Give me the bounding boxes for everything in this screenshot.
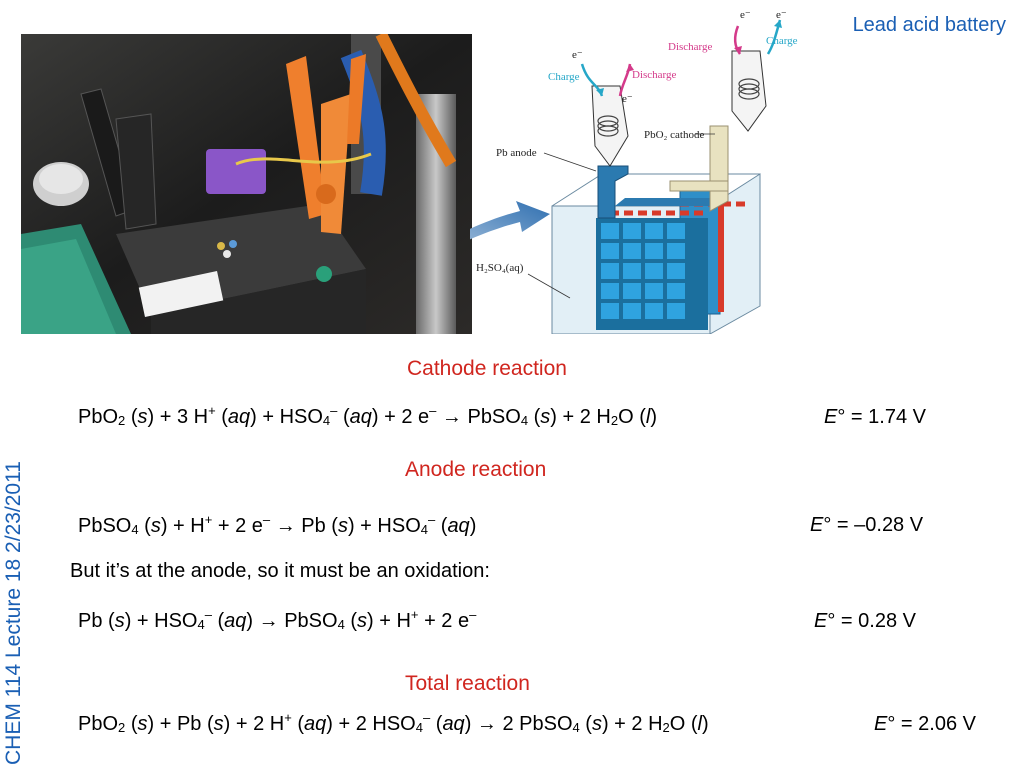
battery-diagram: Discharge Charge Charge Discharge e⁻ e⁻ …	[370, 6, 810, 335]
label-electron-1: e⁻	[572, 49, 583, 61]
oxidation-potential: E° = 0.28 V	[814, 610, 916, 632]
label-electron-3: e⁻	[740, 9, 751, 21]
anode-heading: Anode reaction	[405, 458, 547, 481]
label-charge-top: Charge	[766, 35, 798, 47]
label-discharge-left: Discharge	[632, 69, 677, 81]
label-discharge-top: Discharge	[668, 41, 713, 53]
total-equation: PbO2 (s) + Pb (s) + 2 H+ (aq) + 2 HSO4– …	[78, 710, 709, 735]
label-pb-anode: Pb anode	[496, 147, 537, 159]
cathode-equation: PbO2 (s) + 3 H+ (aq) + HSO4– (aq) + 2 e–…	[78, 403, 658, 428]
car-battery-photo-drawing	[21, 34, 472, 334]
anode-potential: E° = –0.28 V	[810, 514, 924, 536]
label-electron-2: e⁻	[622, 93, 633, 105]
slide-title: Lead acid battery	[852, 14, 1006, 36]
label-charge-left: Charge	[548, 71, 580, 83]
oxidation-equation: Pb (s) + HSO4– (aq) → PbSO4 (s) + H+ + 2…	[78, 607, 477, 632]
total-potential: E° = 2.06 V	[874, 713, 976, 735]
total-heading: Total reaction	[405, 672, 530, 695]
oxidation-note: But it’s at the anode, so it must be an …	[70, 560, 490, 582]
front-grid-plate	[596, 210, 708, 330]
cathode-potential: E° = 1.74 V	[824, 406, 926, 428]
cathode-heading: Cathode reaction	[407, 357, 567, 380]
anode-equation: PbSO4 (s) + H+ + 2 e– → Pb (s) + HSO4– (…	[78, 512, 477, 537]
lecture-side-label: CHEM 114 Lecture 18 2/23/2011	[2, 461, 25, 765]
label-h2so4: H₂SO₄(aq)	[476, 262, 524, 274]
car-battery-photo	[21, 34, 472, 334]
label-electron-4: e⁻	[776, 9, 787, 21]
label-pbo2-cathode: PbO₂ cathode	[644, 129, 704, 141]
battery-diagram-drawing: Discharge Charge Charge Discharge e⁻ e⁻ …	[370, 9, 798, 335]
